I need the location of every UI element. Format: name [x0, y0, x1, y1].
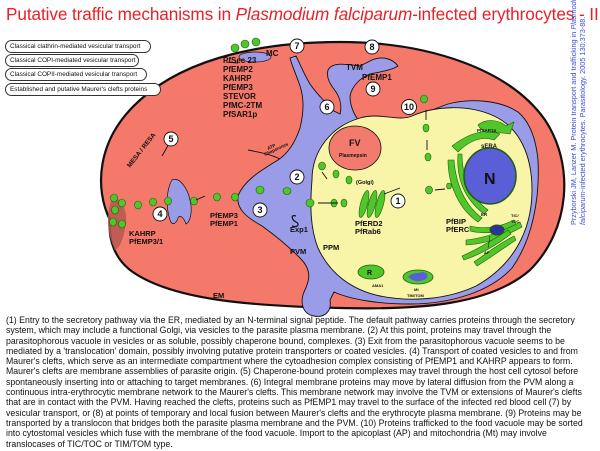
- citation-line-1: Przyborski JM, Lanzer M. Protein transpo…: [569, 0, 578, 225]
- mc-protein: PfEMP3: [223, 83, 253, 92]
- mc-protein: PfEMP2: [223, 65, 253, 74]
- label-er: ER: [481, 212, 488, 217]
- mc-protein: PfSec 23: [223, 56, 257, 65]
- golgi: [358, 190, 386, 218]
- label-golgi: (Golgi): [356, 180, 374, 186]
- legend-item-copi: Classical COPI-mediated vesicular transp…: [5, 54, 139, 67]
- label-tim-tom: TIM/TOM: [407, 293, 424, 298]
- label-pfbip: PfBIP: [446, 217, 466, 226]
- label-tic: TIC/: [511, 213, 519, 218]
- step-1: 1: [395, 196, 400, 206]
- citation-text: -infected erythrocytes. Parasitology. 20…: [578, 16, 587, 192]
- step-8: 8: [369, 42, 374, 52]
- mc-protein: KAHRP: [223, 74, 252, 83]
- label-pfemp1: PfEMP1: [210, 219, 238, 228]
- apicoplast: [489, 224, 505, 236]
- label-plasmepsin: Plasmepsin: [339, 153, 367, 159]
- citation-italic: Plasmodium: [569, 0, 578, 30]
- maurers-cleft-4: [166, 178, 192, 225]
- label-pfemp3: PfEMP3: [210, 211, 238, 220]
- mc-protein: PfSAR1p: [223, 110, 257, 119]
- title-italic: Plasmodium falciparum: [235, 4, 413, 24]
- erythrocyte-diagram: 1 2 3 4 5 6 7 8 9 10 MC TVM PfEMP1 PfSec…: [100, 37, 566, 317]
- label-pferc: PfERC: [446, 225, 470, 234]
- label-kahrp: KAHRP: [129, 229, 156, 238]
- label-atp: ATP: [266, 143, 276, 151]
- label-exp1: Exp1: [290, 225, 308, 234]
- food-vacuole: [328, 125, 382, 171]
- label-sera: sERA: [481, 144, 498, 150]
- citation-italic: falciparum: [578, 191, 587, 225]
- label-pfrab6: PfRab6: [355, 227, 381, 236]
- citation-text: Przyborski JM, Lanzer M. Protein transpo…: [569, 29, 578, 225]
- step-6: 6: [324, 102, 329, 112]
- step-7: 7: [294, 41, 299, 51]
- legend-item-copii: Classical COPII-mediated vesicular trans…: [5, 68, 147, 81]
- label-nucleus: N: [484, 171, 496, 188]
- citation: Przyborski JM, Lanzer M. Protein transpo…: [569, 0, 587, 225]
- label-ap: AP: [484, 250, 490, 255]
- label-pvm: PVM: [290, 247, 306, 256]
- mc-protein: STEVOR: [223, 92, 256, 101]
- label-ppm: PPM: [323, 243, 339, 252]
- label-rhoptry: R: [367, 270, 372, 277]
- endoplasmic-reticulum: [447, 120, 523, 267]
- step-5: 5: [168, 134, 173, 144]
- label-pfemp3-1: PfEMP3/1: [129, 237, 163, 246]
- citation-line-2: falciparum-infected erythrocytes. Parasi…: [578, 0, 587, 225]
- step-markers: [152, 38, 417, 222]
- label-pferd2: PfERD2: [355, 219, 383, 228]
- step-2: 2: [294, 172, 299, 182]
- label-mt: Mt: [414, 287, 419, 292]
- nucleus: [463, 147, 517, 205]
- label-pfsar1p: PfSAR1p: [477, 128, 497, 133]
- step-10: 10: [404, 102, 414, 112]
- step-3: 3: [257, 205, 262, 215]
- label-em: EM: [213, 291, 224, 300]
- rhoptry: [357, 264, 385, 280]
- mc-protein: PfMC-2TM: [223, 101, 262, 110]
- title-prefix: Putative traffic mechanisms in: [6, 4, 236, 24]
- label-tvm-pfemp1: PfEMP1: [362, 73, 392, 82]
- label-mc: MC: [266, 49, 279, 58]
- label-ama1: AMA1: [372, 283, 384, 288]
- title-suffix: -infected erythrocytes - II.: [412, 4, 600, 24]
- step-4: 4: [157, 209, 162, 219]
- label-toc: TOC: [511, 219, 519, 224]
- step-9: 9: [370, 84, 375, 94]
- maurers-cleft: [238, 51, 272, 63]
- label-fv: FV: [349, 138, 361, 148]
- figure-caption: (1) Entry to the secretory pathway via t…: [6, 315, 583, 449]
- legend-item-maurers-clefts: Established and putative Maurer's clefts…: [5, 83, 161, 96]
- label-tvm: TVM: [346, 63, 363, 72]
- mc-protein-list: PfSec 23 PfEMP2 KAHRP PfEMP3 STEVOR PfMC…: [223, 56, 262, 119]
- exp1-icon: [291, 215, 299, 228]
- legend-item-clathrin: Classical clathrin-mediated vesicular tr…: [5, 40, 151, 53]
- slide-title: Putative traffic mechanisms in Plasmodiu…: [6, 4, 600, 25]
